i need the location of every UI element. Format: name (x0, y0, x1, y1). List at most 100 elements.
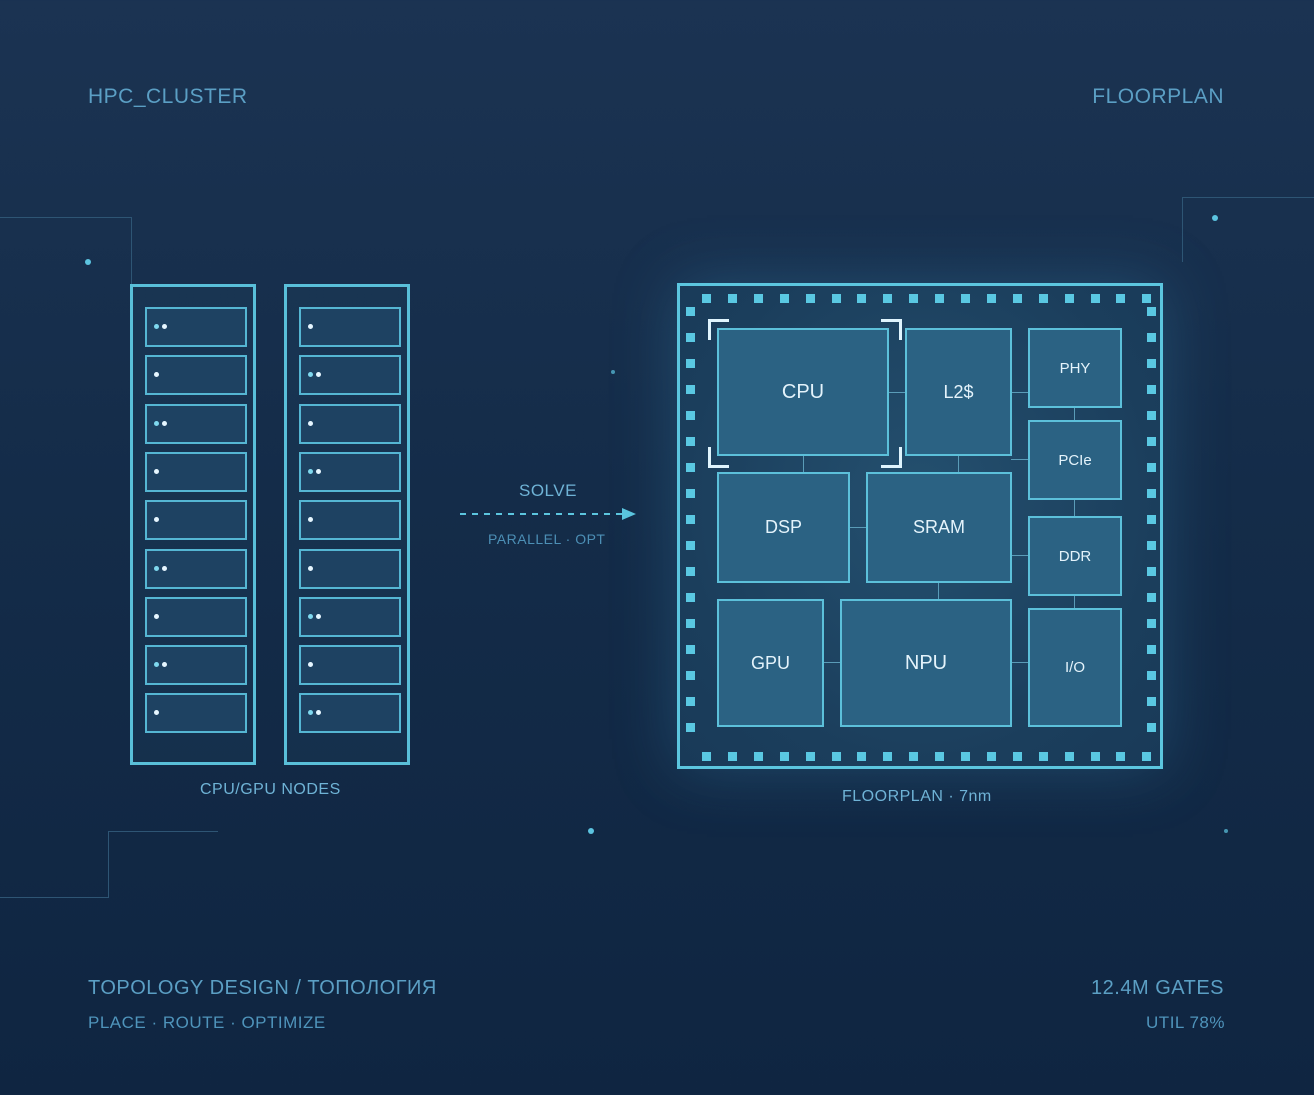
io-pad (686, 333, 695, 342)
status-led (308, 468, 313, 474)
io-pad (1147, 307, 1156, 316)
cpu-label: CPU (781, 380, 825, 403)
server-node-slot (145, 403, 247, 444)
io-pad (1142, 752, 1152, 761)
gpu-block: GPU (717, 599, 824, 727)
selection-corner (708, 447, 729, 468)
floorplan-title: FLOORPLAN (1092, 85, 1224, 108)
connector (1011, 662, 1029, 663)
status-led (162, 662, 167, 668)
status-led (316, 468, 321, 474)
ddr-block: DDR (1028, 516, 1122, 596)
status-led (154, 372, 159, 378)
io-pad (1147, 723, 1156, 732)
server-node-slot (299, 645, 401, 686)
server-node-slot (299, 596, 401, 637)
io-pad (1064, 752, 1074, 761)
io-pad (1012, 294, 1022, 303)
circuit-trace (108, 831, 218, 832)
server-node-slot (299, 403, 401, 444)
io-pad (961, 294, 970, 303)
io-pad (1064, 294, 1074, 303)
status-led (316, 710, 321, 716)
io-pad (1147, 489, 1156, 498)
io-pad (686, 489, 695, 498)
io-pad (1012, 752, 1022, 761)
io-pad (779, 752, 789, 761)
ddr-label: DDR (1058, 547, 1092, 565)
io-pad (831, 752, 841, 761)
selection-corner (708, 319, 729, 340)
flow-arrow (460, 508, 636, 520)
io-pad (1147, 411, 1156, 420)
npu-label: NPU (904, 651, 948, 674)
node-dot (1224, 829, 1228, 833)
io-pad (753, 294, 763, 303)
io-pad (727, 294, 737, 303)
status-led (154, 420, 159, 426)
selection-corner (881, 319, 902, 340)
server-rack-2 (284, 284, 410, 765)
arrow-top-label: SOLVE (519, 481, 577, 500)
server-node-slot (145, 548, 247, 589)
io-pad (1147, 359, 1156, 368)
io-pad (686, 541, 695, 550)
server-node-slot (299, 307, 401, 347)
io-pad (961, 752, 970, 761)
io-pad (1147, 619, 1156, 628)
io-pad (1147, 333, 1156, 342)
connector (958, 455, 959, 473)
pcie-label: PCIe (1058, 451, 1092, 469)
node-dot (85, 259, 91, 265)
io-pad (883, 294, 893, 303)
connector (1074, 594, 1075, 608)
node-dot (611, 370, 615, 374)
io-pad (909, 752, 919, 761)
status-led (308, 420, 313, 426)
status-led (308, 565, 313, 571)
gate-count: 12.4M GATES (1091, 977, 1224, 999)
io-pad (1116, 294, 1126, 303)
status-led (308, 662, 313, 668)
server-node-slot (299, 548, 401, 589)
sram-label: SRAM (912, 517, 965, 537)
status-led (154, 613, 159, 619)
arrow-bottom-label: PARALLEL · OPT (488, 531, 606, 547)
footer-title: TOPOLOGY DESIGN / ТОПОЛОГИЯ (88, 977, 437, 999)
io-pad (686, 463, 695, 472)
io-pad (1038, 752, 1048, 761)
status-led (316, 613, 321, 619)
io-pad (686, 697, 695, 706)
io-pad (909, 294, 919, 303)
io-pad (883, 752, 893, 761)
io-pad (686, 567, 695, 576)
io-pad (1090, 294, 1100, 303)
cluster-caption: CPU/GPU NODES (200, 781, 341, 798)
io-pad (686, 593, 695, 602)
io-pad (753, 752, 763, 761)
io-pad (686, 359, 695, 368)
cpu-block: CPU (717, 328, 889, 456)
server-node-slot (145, 645, 247, 686)
status-led (154, 565, 159, 571)
io-label: I/O (1064, 659, 1085, 676)
status-led (308, 372, 313, 378)
status-led (154, 324, 159, 329)
io-pad (1147, 385, 1156, 394)
server-node-slot (299, 451, 401, 492)
connector (849, 527, 867, 528)
io-pad (686, 619, 695, 628)
server-node-slot (145, 693, 247, 734)
circuit-trace (1182, 197, 1314, 262)
gpu-label: GPU (750, 652, 790, 673)
selection-corner (881, 447, 902, 468)
server-node-slot (145, 307, 247, 347)
io-pad (686, 411, 695, 420)
io-pad (1147, 645, 1156, 654)
status-led (308, 613, 313, 619)
status-led (162, 420, 167, 426)
circuit-trace (0, 831, 109, 898)
io-pad (805, 294, 815, 303)
utilization: UTIL 78% (1146, 1013, 1225, 1032)
floorplan-caption: FLOORPLAN · 7nm (842, 788, 992, 805)
